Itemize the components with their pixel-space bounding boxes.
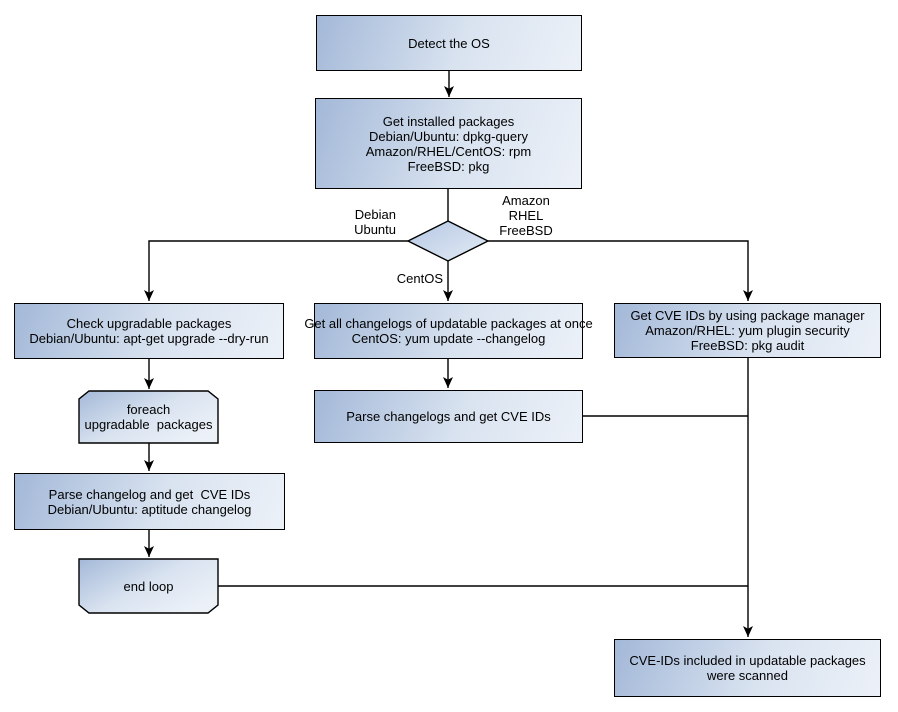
node-get-all-changelogs-label: Get all changelogs of updatable packages… — [304, 316, 593, 346]
edge-decision-to-get-cve-pkgmgr — [488, 240, 753, 301]
node-get-installed-packages-label: Get installed packages Debian/Ubuntu: dp… — [365, 113, 532, 174]
node-check-upgradable-packages: Check upgradable packages Debian/Ubuntu:… — [14, 303, 284, 359]
node-parse-changelog-label: Parse changelog and get CVE IDs Debian/U… — [47, 486, 252, 517]
node-parse-changelogs-label: Parse changelogs and get CVE IDs — [346, 409, 551, 424]
node-get-all-changelogs: Get all changelogs of updatable packages… — [304, 303, 593, 359]
node-parse-changelogs: Parse changelogs and get CVE IDs — [314, 390, 583, 443]
node-detect-os-label: Detect the OS — [408, 35, 490, 51]
node-cve-ids-scanned: CVE-IDs included in updatable packages w… — [614, 639, 881, 697]
edge-label-debian-ubuntu: Debian Ubuntu — [354, 207, 396, 237]
node-detect-os: Detect the OS — [316, 15, 582, 71]
node-cve-ids-scanned-label: CVE-IDs included in updatable packages w… — [629, 653, 866, 683]
end-loop-shape — [78, 558, 219, 614]
foreach-loop-shape — [78, 390, 219, 444]
node-foreach-loop: foreach upgradable packages — [79, 391, 218, 443]
node-get-installed-packages: Get installed packages Debian/Ubuntu: dp… — [315, 98, 582, 189]
node-get-cve-ids-pkgmgr-label: Get CVE IDs by using package manager Ama… — [630, 308, 865, 353]
node-end-loop: end loop — [79, 559, 218, 613]
node-foreach-loop-label: foreach upgradable packages — [84, 402, 213, 432]
node-end-loop-label: end loop — [123, 578, 174, 594]
node-get-cve-ids-pkgmgr: Get CVE IDs by using package manager Ama… — [614, 303, 881, 358]
node-parse-changelog: Parse changelog and get CVE IDs Debian/U… — [14, 473, 285, 530]
edge-label-amazon-rhel-freebsd: Amazon RHEL FreeBSD — [499, 193, 553, 238]
edge-label-centos: CentOS — [396, 271, 443, 286]
decision-diamond — [406, 220, 490, 262]
node-check-upgradable-packages-label: Check upgradable packages Debian/Ubuntu:… — [29, 316, 269, 346]
edge-decision-to-check-upgradable — [144, 240, 408, 301]
